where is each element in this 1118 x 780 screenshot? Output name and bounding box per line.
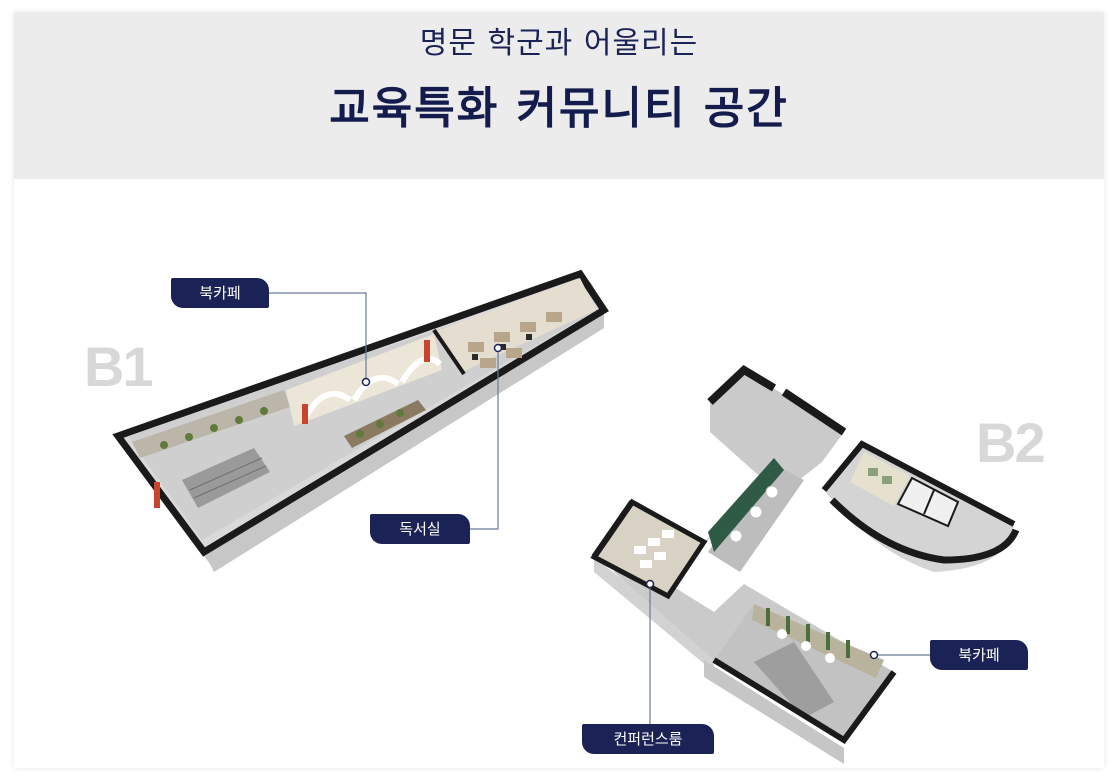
floor-plan-illustration	[112, 269, 1020, 764]
content-frame: 명문 학군과 어울리는 교육특화 커뮤니티 공간	[14, 12, 1104, 768]
b2-conference-room-label: 컨퍼런스룸	[582, 724, 714, 754]
page-title: 교육특화 커뮤니티 공간	[329, 83, 789, 134]
page-subtitle: 명문 학군과 어울리는	[419, 26, 699, 61]
b1-reading-room-label: 독서실	[370, 514, 470, 544]
b2-floor-plan	[590, 365, 1020, 764]
b2-book-cafe-label: 북카페	[930, 640, 1028, 670]
b1-floor-plan	[112, 269, 609, 572]
b1-floor-mark: B1	[84, 335, 154, 398]
b1-book-cafe-label: 북카페	[171, 278, 269, 308]
header-banner: 명문 학군과 어울리는 교육특화 커뮤니티 공간	[14, 12, 1104, 179]
b2-floor-mark: B2	[976, 411, 1046, 474]
